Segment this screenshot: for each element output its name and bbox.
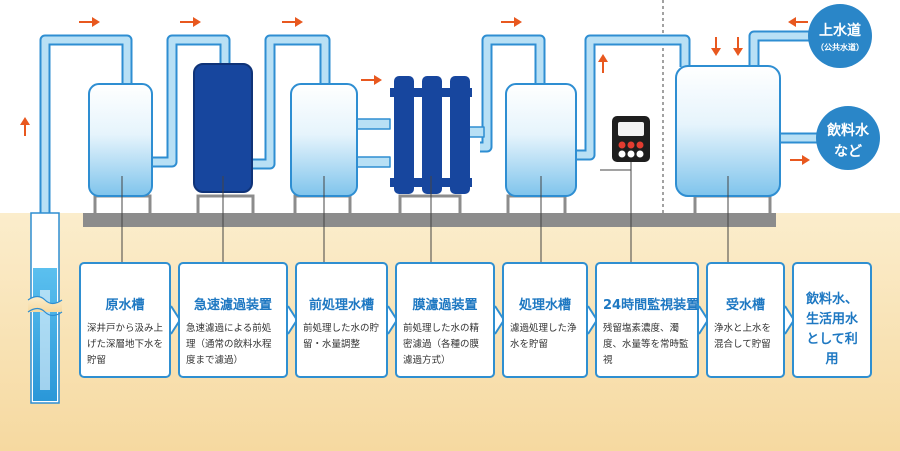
monitor-device-icon xyxy=(600,116,650,262)
output-label-line2: など xyxy=(834,144,862,160)
stage-title: 処理水槽 xyxy=(518,298,571,313)
connector-lines xyxy=(121,176,729,262)
arrow-right-icon xyxy=(790,155,810,165)
arrow-up-icon xyxy=(598,54,608,73)
arrow-right-icon xyxy=(282,17,303,27)
stage-card-final-use: 飲料水、生活用水として利用 xyxy=(792,262,872,378)
stage-desc: 前処理した水の貯留・水量調整 xyxy=(303,323,380,350)
deep-well xyxy=(27,212,63,404)
stage-title: 受水槽 xyxy=(725,298,765,313)
arrow-down-icon xyxy=(711,37,721,56)
stage-card-rapid-filter: 急速濾過装置 急速濾過による前処理（通常の飲料水程度まで濾過） xyxy=(178,262,288,378)
arrow-up-icon xyxy=(20,117,30,136)
flow-arrows xyxy=(20,17,810,165)
arrow-right-icon xyxy=(361,75,382,85)
stage-title: 前処理水槽 xyxy=(308,298,374,313)
output-label-line1: 飲料水 xyxy=(827,123,869,139)
stage-card-monitoring: 24時間監視装置 残留塩素濃度、濁度、水量等を常時監視 xyxy=(595,262,699,378)
city-water-label: 上水道 xyxy=(819,23,861,39)
raw-water-tank xyxy=(88,83,153,197)
stage-card-receiving-tank: 受水槽 浄水と上水を混合して貯留 xyxy=(706,262,785,378)
pipes xyxy=(39,30,852,270)
arrow-right-icon xyxy=(79,17,100,27)
stage-card-raw-water-tank: 原水槽 深井戸から汲み上げた深層地下水を貯留 xyxy=(79,262,171,378)
city-water-sub: （公共水道） xyxy=(816,43,864,52)
platform xyxy=(83,194,776,227)
stage-desc: 急速濾過による前処理（通常の飲料水程度まで濾過） xyxy=(186,323,272,366)
stage-title: 24時間監視装置 xyxy=(603,298,700,313)
output-bubble: 飲料水 など xyxy=(816,106,880,170)
stage-card-treated-water-tank: 処理水槽 濾過処理した浄水を貯留 xyxy=(502,262,588,378)
stage-desc: 前処理した水の精密濾過（各種の膜濾過方式） xyxy=(403,323,480,366)
arrow-left-icon xyxy=(788,17,808,27)
rapid-filter-unit xyxy=(193,63,253,193)
arrow-right-icon xyxy=(501,17,522,27)
city-water-bubble: 上水道 （公共水道） xyxy=(808,4,872,68)
card-arrows xyxy=(170,305,795,335)
stage-desc: 濾過処理した浄水を貯留 xyxy=(510,323,577,350)
stage-desc: 残留塩素濃度、濁度、水量等を常時監視 xyxy=(603,323,689,366)
stage-card-membrane-filter: 膜濾過装置 前処理した水の精密濾過（各種の膜濾過方式） xyxy=(395,262,495,378)
stage-card-pretreatment-tank: 前処理水槽 前処理した水の貯留・水量調整 xyxy=(295,262,388,378)
stage-desc: 浄水と上水を混合して貯留 xyxy=(714,323,772,350)
arrow-right-icon xyxy=(180,17,201,27)
stage-desc: 深井戸から汲み上げた深層地下水を貯留 xyxy=(87,323,164,366)
stage-title: 原水槽 xyxy=(105,298,145,313)
final-stage-title: 飲料水、生活用水として利用 xyxy=(805,292,858,367)
arrow-down-icon xyxy=(733,37,743,56)
stage-title: 急速濾過装置 xyxy=(193,298,272,313)
stage-title: 膜濾過装置 xyxy=(412,298,478,313)
